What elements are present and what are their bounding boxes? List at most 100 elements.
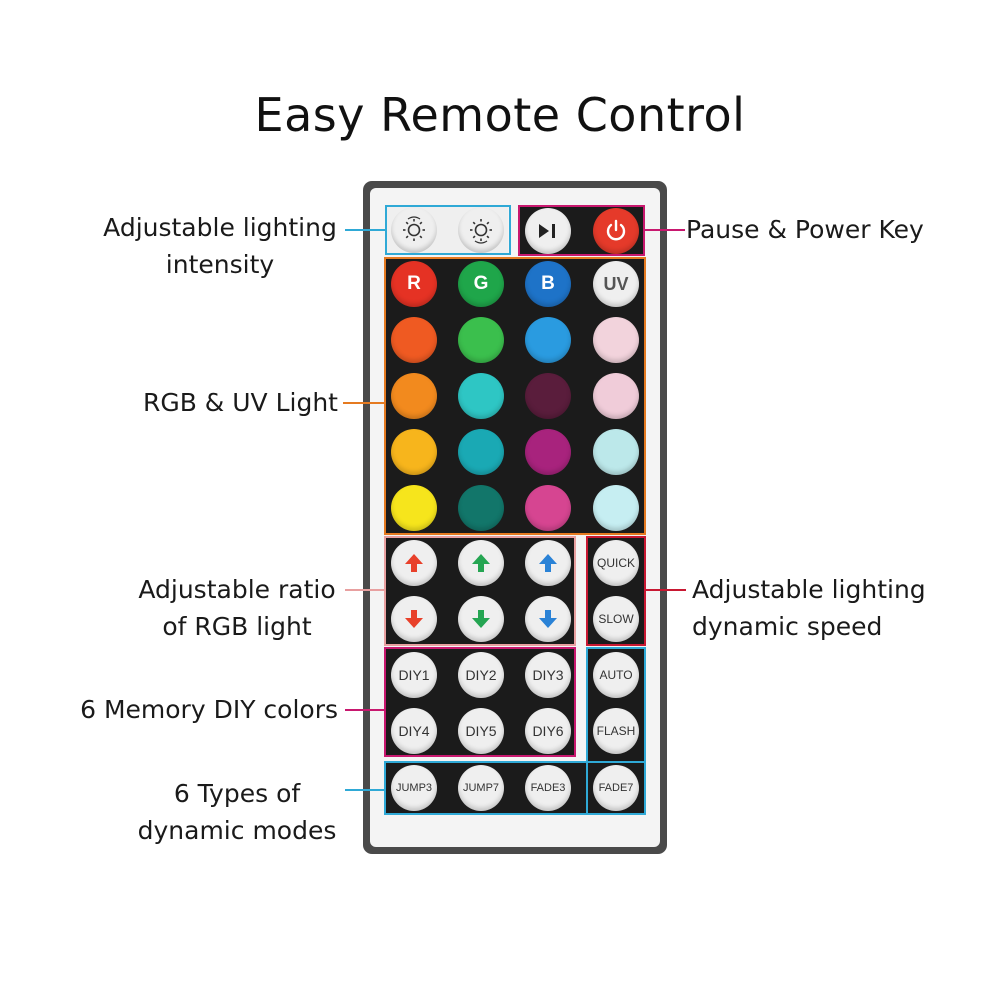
color-button-r3c4[interactable] bbox=[593, 373, 639, 419]
diy1-button[interactable]: DIY1 bbox=[391, 652, 437, 698]
blue-up-button[interactable] bbox=[525, 540, 571, 586]
red-up-button[interactable] bbox=[391, 540, 437, 586]
red-down-button[interactable] bbox=[391, 596, 437, 642]
label-speed-line1: Adjustable lighting bbox=[692, 575, 926, 604]
diy4-label: DIY4 bbox=[398, 723, 430, 739]
blue-down-button[interactable] bbox=[525, 596, 571, 642]
label-rgb-uv: RGB & UV Light bbox=[142, 388, 338, 417]
color-label-g: G bbox=[473, 273, 489, 294]
diy2-button[interactable]: DIY2 bbox=[458, 652, 504, 698]
frame-speed bbox=[586, 536, 646, 646]
fade3-button[interactable]: FADE3 bbox=[525, 765, 571, 811]
color-button-r4c1[interactable] bbox=[391, 429, 437, 475]
jump3-button[interactable]: JUMP3 bbox=[391, 765, 437, 811]
quick-label: QUICK bbox=[596, 556, 635, 570]
fade7-button[interactable]: FADE7 bbox=[593, 765, 639, 811]
jump7-button[interactable]: JUMP7 bbox=[458, 765, 504, 811]
color-button-r3c1[interactable] bbox=[391, 373, 437, 419]
flash-button[interactable]: FLASH bbox=[593, 708, 639, 754]
connector-intensity bbox=[345, 229, 385, 231]
auto-button[interactable]: AUTO bbox=[593, 652, 639, 698]
color-button-b[interactable]: B bbox=[525, 261, 571, 307]
diy5-button[interactable]: DIY5 bbox=[458, 708, 504, 754]
color-button-r2c1[interactable] bbox=[391, 317, 437, 363]
label-modes-line1: 6 Types of bbox=[173, 779, 301, 808]
color-button-r2c4[interactable] bbox=[593, 317, 639, 363]
color-button-r2c2[interactable] bbox=[458, 317, 504, 363]
play-pause-icon bbox=[536, 221, 560, 241]
diy6-label: DIY6 bbox=[532, 723, 564, 739]
label-ratio-line1: Adjustable ratio bbox=[138, 575, 336, 604]
label-diy: 6 Memory DIY colors bbox=[80, 695, 338, 724]
jump3-label: JUMP3 bbox=[395, 782, 433, 794]
green-up-button[interactable] bbox=[458, 540, 504, 586]
color-button-r3c3[interactable] bbox=[525, 373, 571, 419]
blue-up-arrow-icon bbox=[538, 552, 558, 574]
color-button-r4c3[interactable] bbox=[525, 429, 571, 475]
flash-label: FLASH bbox=[596, 724, 636, 738]
connector-power bbox=[645, 229, 685, 231]
green-down-button[interactable] bbox=[458, 596, 504, 642]
frame-diy bbox=[384, 647, 576, 757]
connector-speed bbox=[646, 589, 686, 591]
label-intensity-line2: intensity bbox=[165, 250, 275, 279]
color-button-r5c3[interactable] bbox=[525, 485, 571, 531]
green-down-arrow-icon bbox=[471, 608, 491, 630]
diy4-button[interactable]: DIY4 bbox=[391, 708, 437, 754]
connector-ratio bbox=[345, 589, 384, 591]
color-button-uv[interactable]: UV bbox=[593, 261, 639, 307]
power-button[interactable] bbox=[593, 208, 639, 254]
frame-power bbox=[518, 205, 645, 256]
color-button-r4c2[interactable] bbox=[458, 429, 504, 475]
label-ratio-line2: of RGB light bbox=[162, 612, 312, 641]
quick-button[interactable]: QUICK bbox=[593, 540, 639, 586]
color-label-r: R bbox=[407, 273, 421, 294]
diy2-label: DIY2 bbox=[465, 667, 497, 683]
diy5-label: DIY5 bbox=[465, 723, 497, 739]
color-button-r5c1[interactable] bbox=[391, 485, 437, 531]
color-button-r2c3[interactable] bbox=[525, 317, 571, 363]
color-button-r5c4[interactable] bbox=[593, 485, 639, 531]
color-button-r5c2[interactable] bbox=[458, 485, 504, 531]
brightness-up-icon bbox=[399, 215, 429, 245]
blue-down-arrow-icon bbox=[538, 608, 558, 630]
label-modes-line2: dynamic modes bbox=[137, 816, 337, 845]
color-label-uv: UV bbox=[603, 273, 629, 294]
fade7-label: FADE7 bbox=[598, 782, 634, 794]
frame-intensity bbox=[385, 205, 511, 255]
auto-label: AUTO bbox=[599, 668, 633, 682]
power-icon bbox=[603, 218, 629, 244]
slow-button[interactable]: SLOW bbox=[593, 596, 639, 642]
color-button-r3c2[interactable] bbox=[458, 373, 504, 419]
brightness-down-icon bbox=[466, 215, 496, 245]
green-up-arrow-icon bbox=[471, 552, 491, 574]
label-intensity: Adjustable lighting intensity bbox=[96, 209, 344, 283]
color-label-b: B bbox=[541, 273, 555, 294]
connector-diy bbox=[345, 709, 384, 711]
color-button-r[interactable]: R bbox=[391, 261, 437, 307]
red-down-arrow-icon bbox=[404, 608, 424, 630]
diy6-button[interactable]: DIY6 bbox=[525, 708, 571, 754]
label-modes: 6 Types of dynamic modes bbox=[130, 775, 344, 849]
frame-modes bbox=[384, 761, 646, 815]
label-speed-line2: dynamic speed bbox=[692, 612, 883, 641]
diy3-button[interactable]: DIY3 bbox=[525, 652, 571, 698]
red-up-arrow-icon bbox=[404, 552, 424, 574]
label-speed: Adjustable lighting dynamic speed bbox=[692, 571, 926, 645]
fade3-label: FADE3 bbox=[530, 782, 566, 794]
label-ratio: Adjustable ratio of RGB light bbox=[130, 571, 344, 645]
diy3-label: DIY3 bbox=[532, 667, 564, 683]
label-intensity-line1: Adjustable lighting bbox=[103, 213, 337, 242]
frame-rgb-uv bbox=[384, 257, 646, 535]
play-pause-button[interactable] bbox=[525, 208, 571, 254]
diy1-label: DIY1 bbox=[398, 667, 430, 683]
page-title: Easy Remote Control bbox=[254, 88, 746, 142]
slow-label: SLOW bbox=[598, 612, 634, 626]
connector-rgb-uv bbox=[343, 402, 384, 404]
frame-ratio bbox=[384, 536, 576, 646]
color-button-r4c4[interactable] bbox=[593, 429, 639, 475]
jump7-label: JUMP7 bbox=[462, 782, 500, 794]
brightness-up-button[interactable] bbox=[391, 207, 437, 253]
brightness-down-button[interactable] bbox=[458, 207, 504, 253]
color-button-g[interactable]: G bbox=[458, 261, 504, 307]
